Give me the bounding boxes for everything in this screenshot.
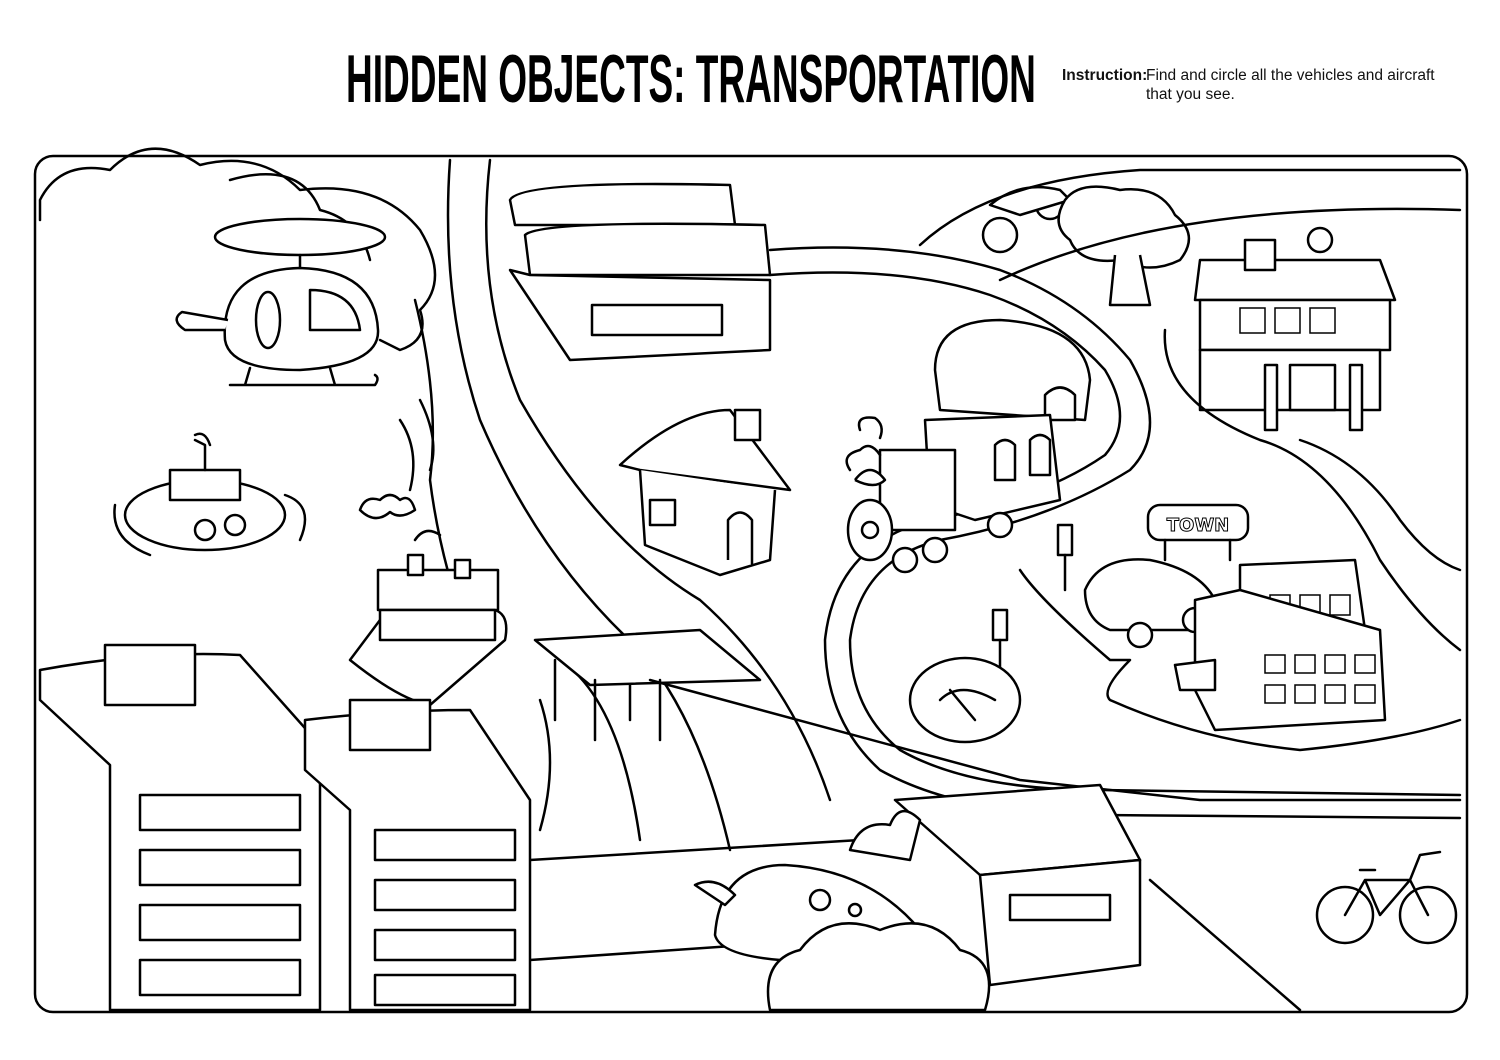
helicopter [175, 217, 387, 387]
cottage [618, 408, 792, 577]
bicycle [1315, 850, 1458, 945]
playground [908, 656, 1022, 744]
train [845, 413, 1062, 574]
cloud [38, 147, 437, 352]
hospital-building [1193, 226, 1397, 432]
town-sign-text: TOWN [1167, 515, 1230, 536]
page-title: HIDDEN OBJECTS: TRANSPORTATION [346, 41, 1036, 117]
scene-frame [33, 154, 1469, 1014]
bush [766, 922, 991, 1012]
instruction-text: Find and circle all the vehicles and air… [1146, 67, 1435, 103]
road [1298, 438, 1462, 572]
traffic-light [1056, 523, 1074, 592]
instruction-label: Instruction: [1062, 67, 1148, 84]
tall-building [38, 643, 322, 1012]
road [1163, 328, 1462, 652]
road [485, 158, 832, 802]
motorcycle [981, 185, 1072, 254]
dome-building [933, 318, 1092, 422]
road [1018, 568, 1462, 752]
road [998, 207, 1462, 282]
road [446, 158, 732, 852]
warehouse [893, 783, 1142, 987]
submarine [113, 432, 307, 557]
road [648, 678, 1462, 802]
rail-track [768, 246, 1462, 797]
tree [1057, 185, 1190, 307]
pier [533, 628, 762, 742]
tall-building [303, 698, 532, 1012]
bush [848, 810, 922, 862]
station-building [508, 182, 772, 362]
town-sign: TOWN [1146, 503, 1250, 562]
river-waves [398, 398, 435, 492]
shop-building [1173, 558, 1387, 732]
ship [348, 493, 508, 707]
page-title-container: HIDDEN OBJECTS: TRANSPORTATION [346, 44, 1036, 114]
road [918, 168, 1462, 247]
